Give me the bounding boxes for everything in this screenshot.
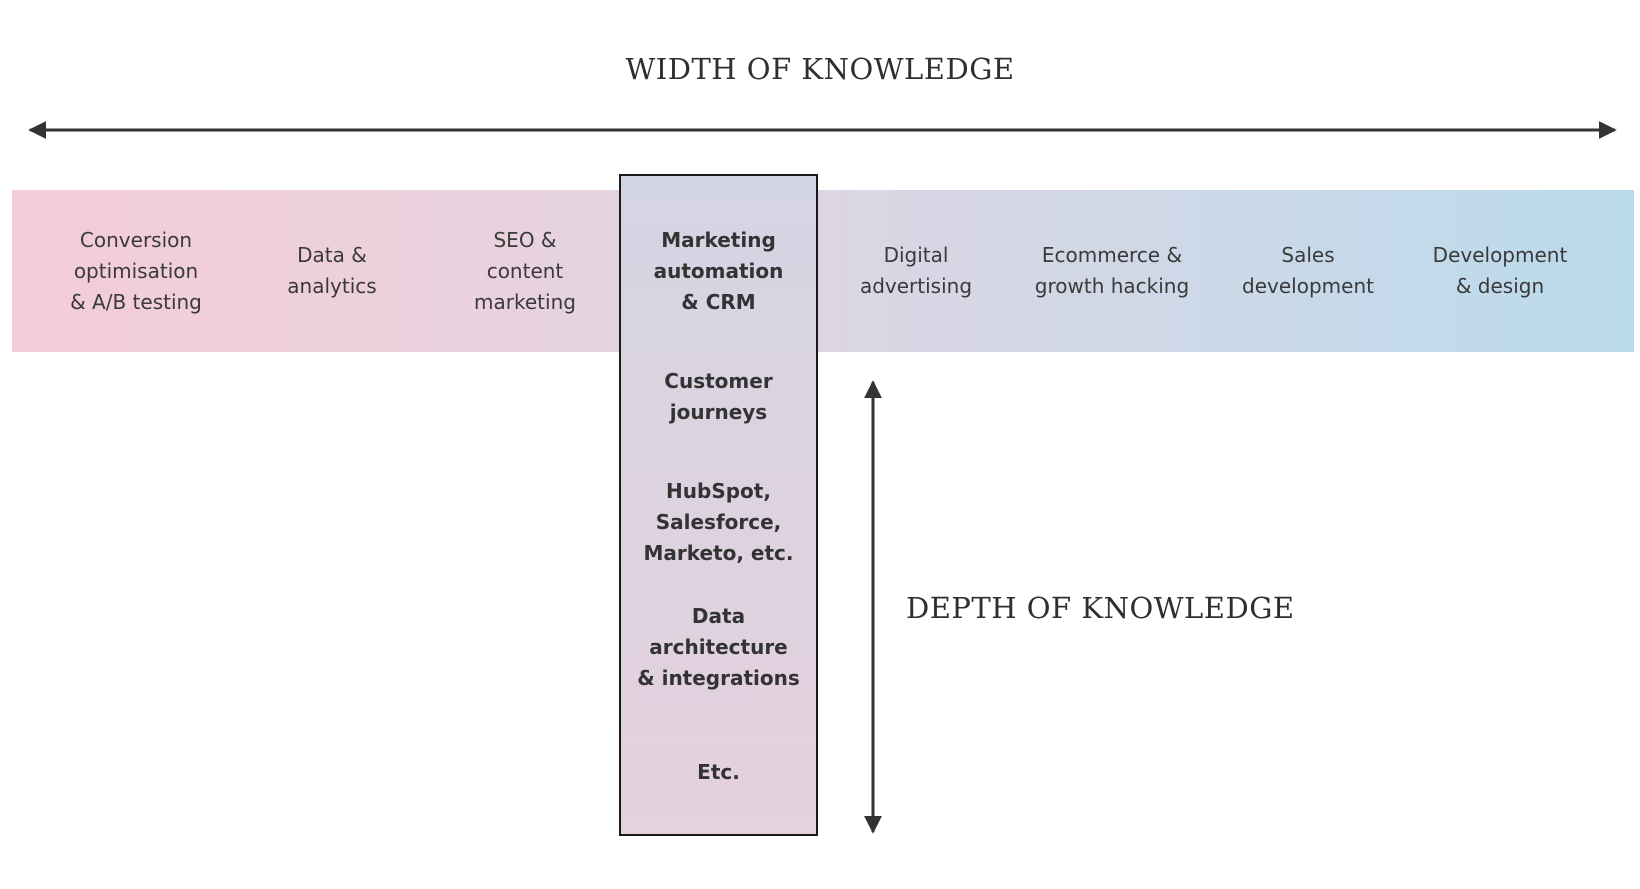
- skills-band: [12, 190, 1634, 352]
- skill-digital-advertising: Digital advertising: [859, 243, 973, 298]
- skill-sales-development: Sales development: [1242, 243, 1374, 298]
- skill-data-analytics: Data & analytics: [287, 243, 377, 298]
- width-of-knowledge-heading: WIDTH OF KNOWLEDGE: [625, 52, 1015, 86]
- deep-skill-data-architecture: Data architecture & integrations: [637, 604, 800, 690]
- deep-skill-customer-journeys: Customer journeys: [664, 369, 773, 424]
- depth-of-knowledge-heading: DEPTH OF KNOWLEDGE: [906, 591, 1295, 625]
- deep-expertise-box: [619, 174, 818, 836]
- deep-skill-etc: Etc.: [697, 760, 740, 784]
- skill-ecommerce-growth: Ecommerce & growth hacking: [1034, 243, 1190, 298]
- skill-development-design: Development & design: [1432, 243, 1568, 298]
- deep-skill-platforms: HubSpot, Salesforce, Marketo, etc.: [643, 479, 794, 565]
- deep-skill-marketing-automation: Marketing automation & CRM: [653, 228, 784, 314]
- skill-seo-content: SEO & content marketing: [474, 227, 576, 314]
- skill-conversion-optimisation: Conversion optimisation & A/B testing: [70, 227, 202, 314]
